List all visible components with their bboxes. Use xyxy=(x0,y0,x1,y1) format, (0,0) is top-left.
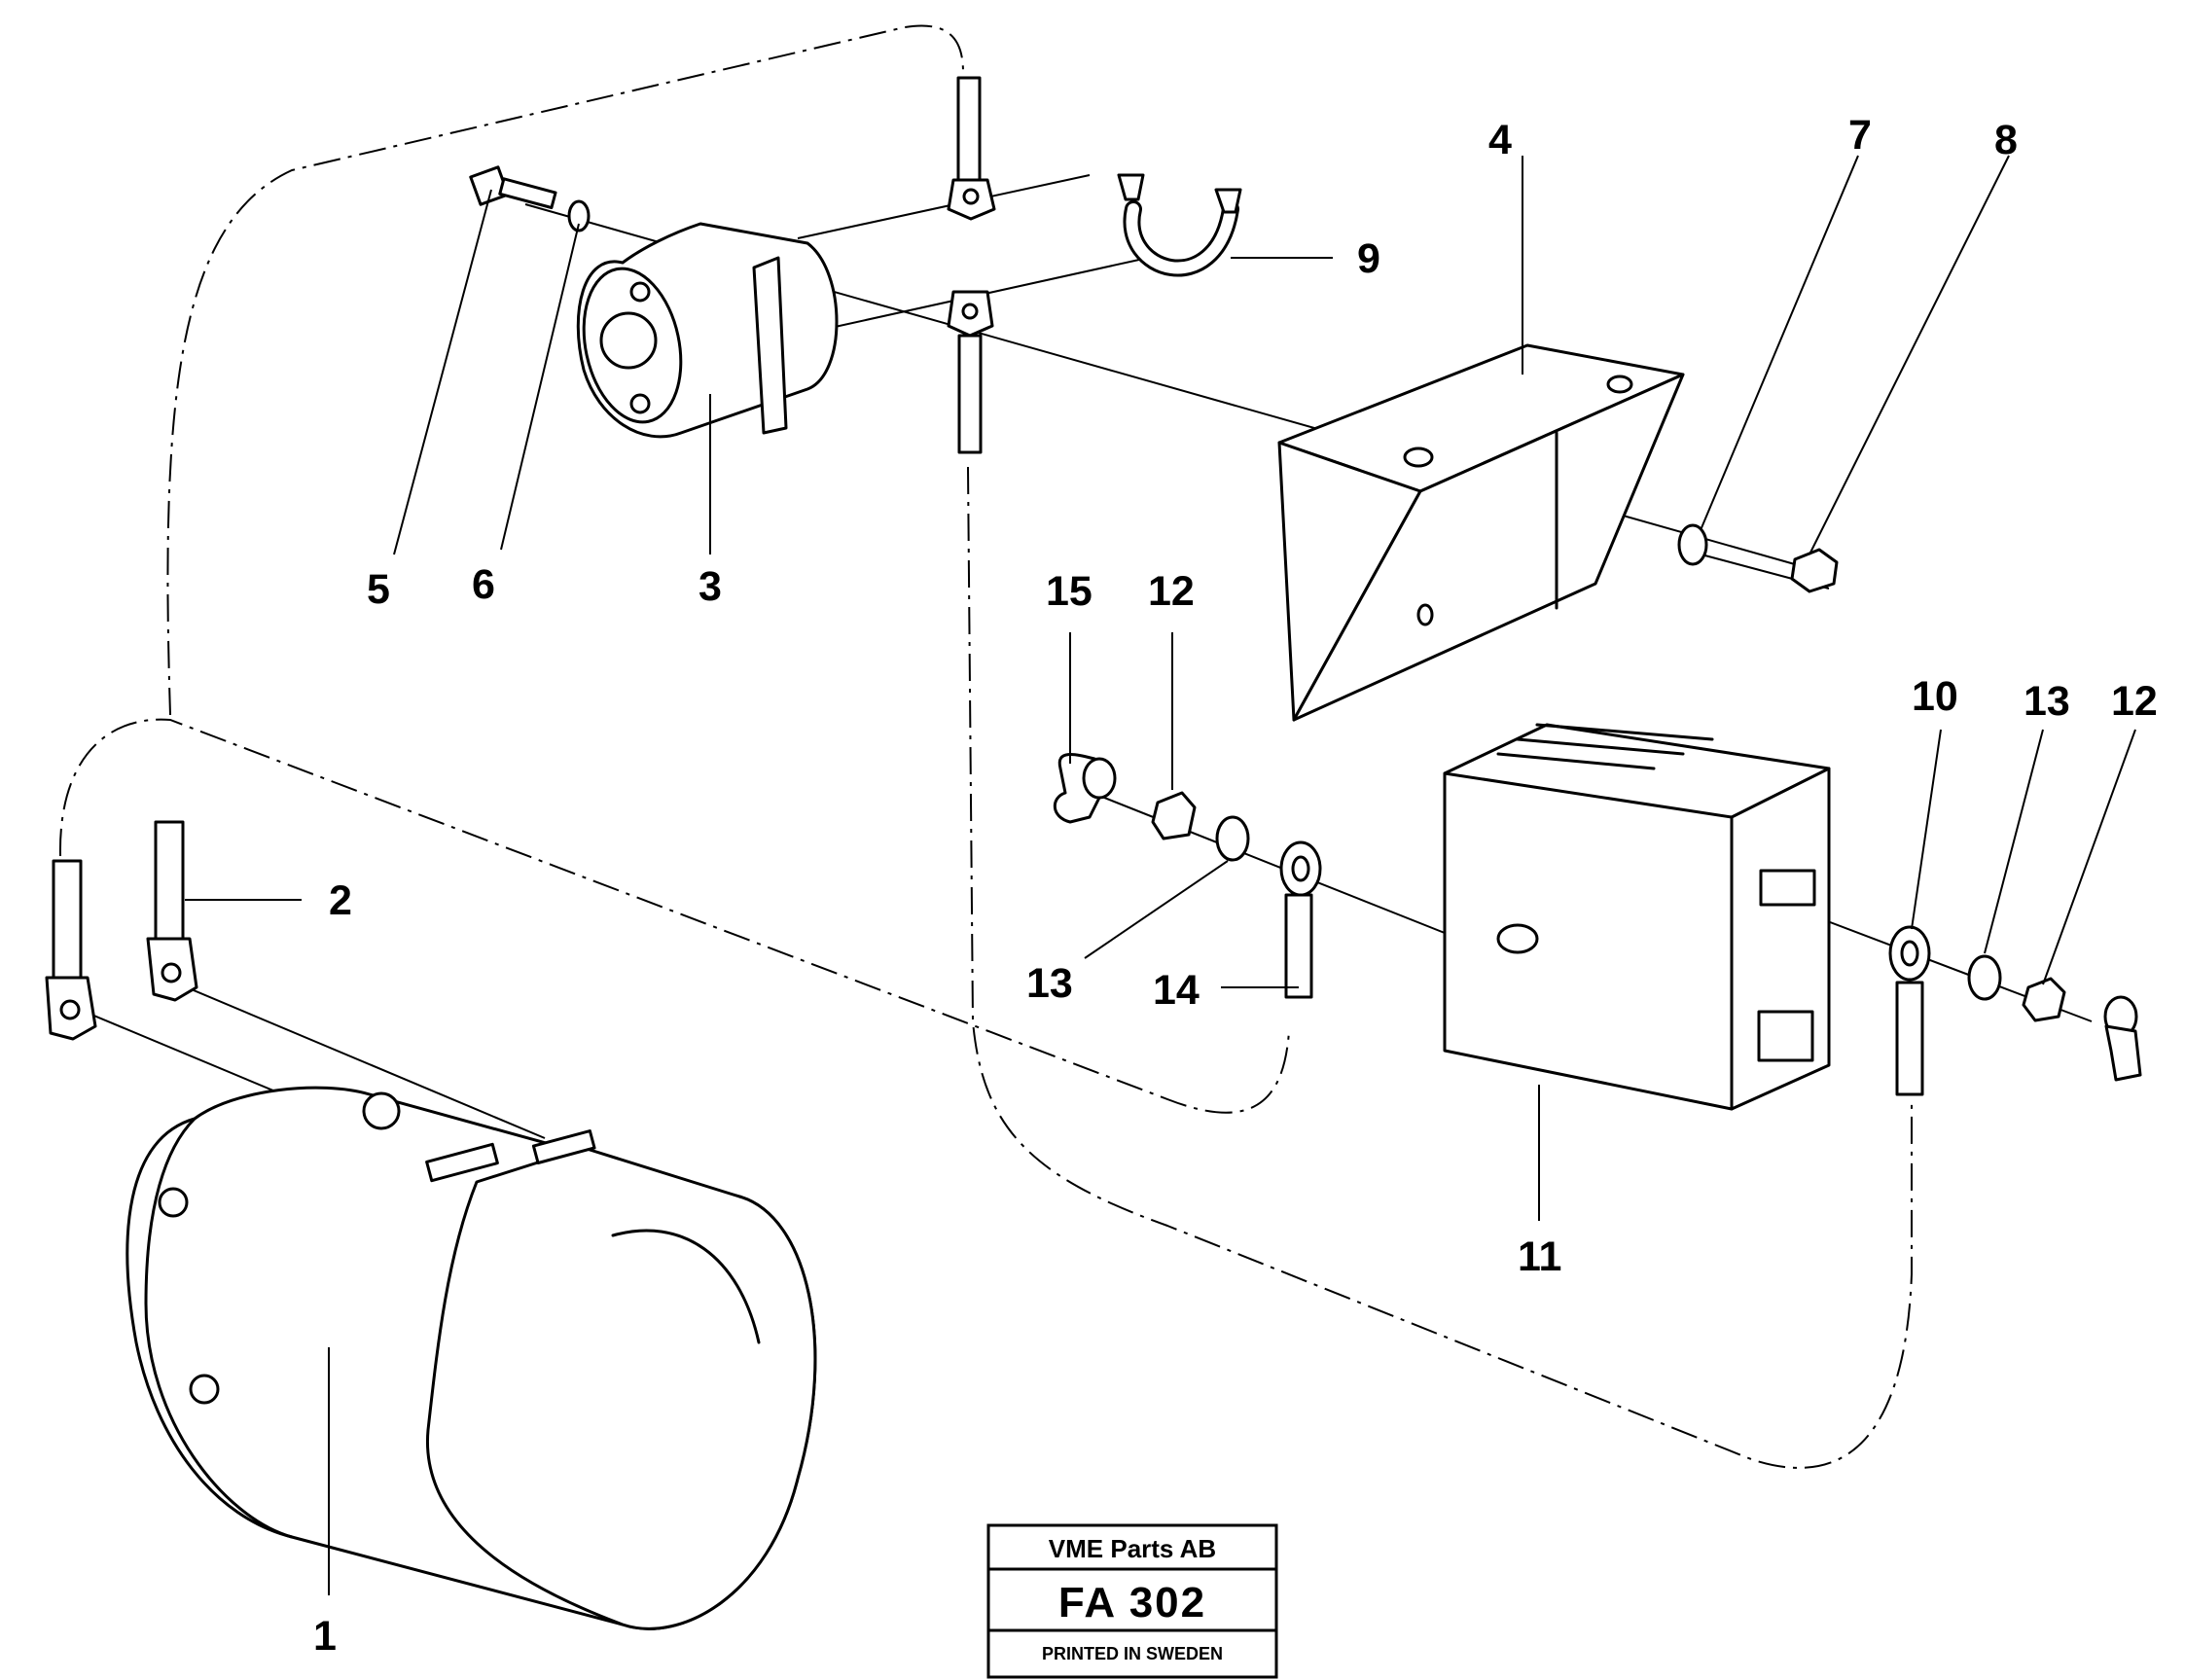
harness-route-lower xyxy=(967,466,1913,1469)
cable-lug-a xyxy=(45,859,97,1041)
mounting-bracket xyxy=(1277,343,1685,722)
callout-2: 2 xyxy=(329,877,352,924)
callout-13-left: 13 xyxy=(1026,960,1073,1007)
cable-lug-b xyxy=(146,820,198,1002)
relay-cable-lower xyxy=(947,290,994,454)
washer-13b xyxy=(1967,954,2002,1001)
relay-cable-upper xyxy=(947,76,996,221)
callout-4: 4 xyxy=(1488,117,1512,163)
callout-8: 8 xyxy=(1994,117,2018,163)
callout-12-right: 12 xyxy=(2111,678,2158,725)
axis-line-relay-upper xyxy=(797,174,1091,239)
bolt xyxy=(469,165,557,209)
callout-3: 3 xyxy=(698,563,722,610)
starter-motor xyxy=(125,1086,817,1630)
elbow-boot-15 xyxy=(1053,753,1117,824)
callout-9: 9 xyxy=(1357,235,1380,282)
ring-terminal-14 xyxy=(1279,840,1322,999)
elbow-boot-right xyxy=(2103,995,2142,1082)
stamp-printed: PRINTED IN SWEDEN xyxy=(1042,1644,1223,1663)
harness-route-upper xyxy=(166,24,964,716)
jumper-cable xyxy=(1117,173,1242,277)
callout-7: 7 xyxy=(1848,112,1872,159)
stamp-company: VME Parts AB xyxy=(1049,1534,1216,1563)
ring-terminal-10 xyxy=(1888,925,1931,1096)
callout-11: 11 xyxy=(1518,1233,1561,1280)
stamp-code: FA 302 xyxy=(1058,1579,1206,1626)
axis-line-connector-to-box xyxy=(1079,787,1460,940)
washer-13a xyxy=(1215,815,1250,862)
callout-10: 10 xyxy=(1912,673,1958,720)
nut-12b xyxy=(2022,977,2066,1022)
callout-12-left: 12 xyxy=(1148,568,1195,615)
junction-box xyxy=(1443,723,1831,1111)
washer-7 xyxy=(1677,523,1708,566)
callout-14: 14 xyxy=(1153,967,1200,1014)
callout-6: 6 xyxy=(472,561,495,608)
nut-8 xyxy=(1790,548,1839,593)
axis-line-lug-b-to-motor xyxy=(174,982,546,1139)
harness-route-left xyxy=(58,718,1290,1114)
publisher-stamp: VME Parts AB FA 302 PRINTED IN SWEDEN xyxy=(986,1523,1278,1679)
callout-5: 5 xyxy=(367,566,390,613)
callout-1: 1 xyxy=(313,1613,337,1660)
nut-12a xyxy=(1151,791,1197,840)
leader-lines xyxy=(185,155,2136,1595)
relay xyxy=(576,222,839,439)
callout-13-right: 13 xyxy=(2024,678,2070,725)
callout-15: 15 xyxy=(1046,568,1092,615)
washer-6 xyxy=(567,199,591,232)
